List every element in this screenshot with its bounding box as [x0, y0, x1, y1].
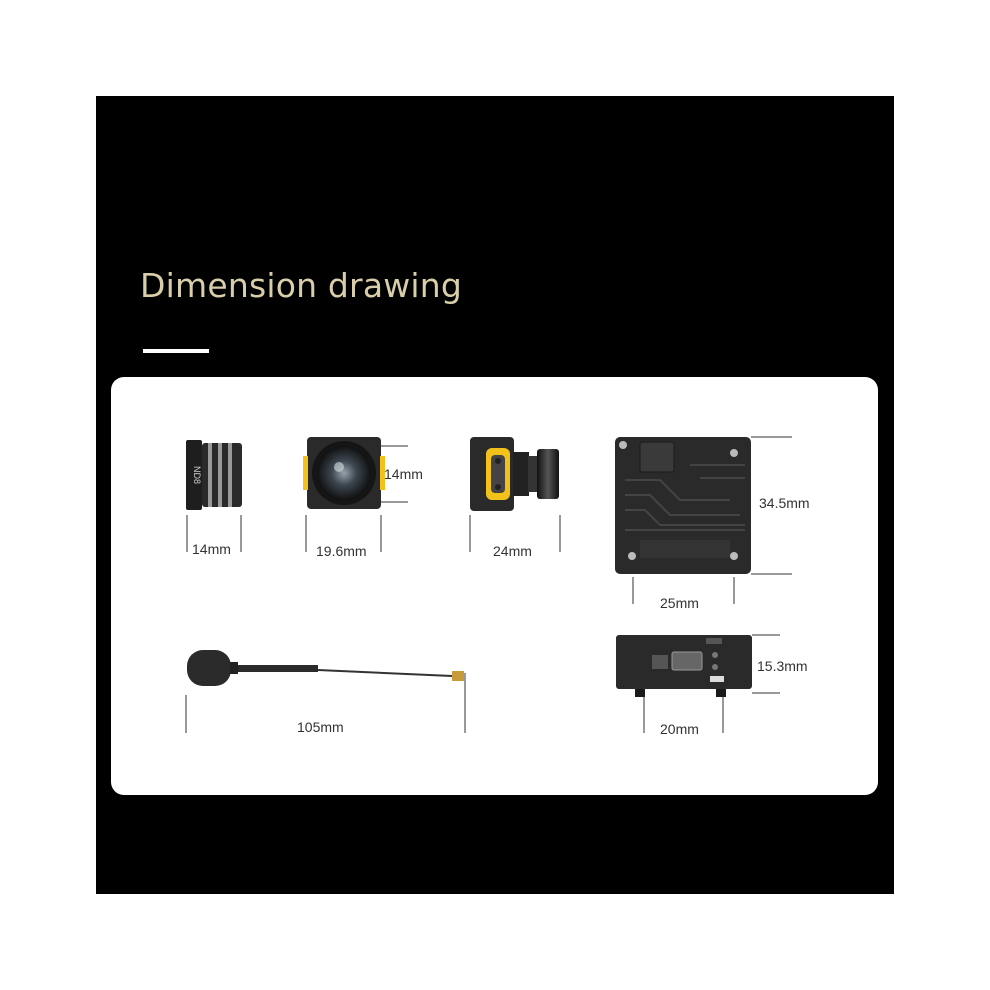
vtx-side: [616, 634, 780, 733]
camera-width-label: 19.6mm: [316, 543, 367, 559]
antenna-length-label: 105mm: [297, 719, 344, 735]
nd-filter: ND8: [186, 440, 242, 552]
antenna: [185, 650, 466, 733]
vtx-top: [615, 436, 792, 604]
page-title: Dimension drawing: [140, 266, 463, 305]
camera-height-label: 14mm: [384, 466, 423, 482]
camera-side: [469, 437, 561, 552]
camera-front: [303, 437, 408, 552]
title-underline: [143, 349, 209, 353]
vtx-height-label: 34.5mm: [759, 495, 810, 511]
nd-filter-marking: ND8: [192, 466, 202, 484]
vtx-width-label: 25mm: [660, 595, 699, 611]
camera-depth-label: 24mm: [493, 543, 532, 559]
vtx-mount-label: 20mm: [660, 721, 699, 737]
vtx-side-height-label: 15.3mm: [757, 658, 808, 674]
nd-filter-width-label: 14mm: [192, 541, 231, 557]
